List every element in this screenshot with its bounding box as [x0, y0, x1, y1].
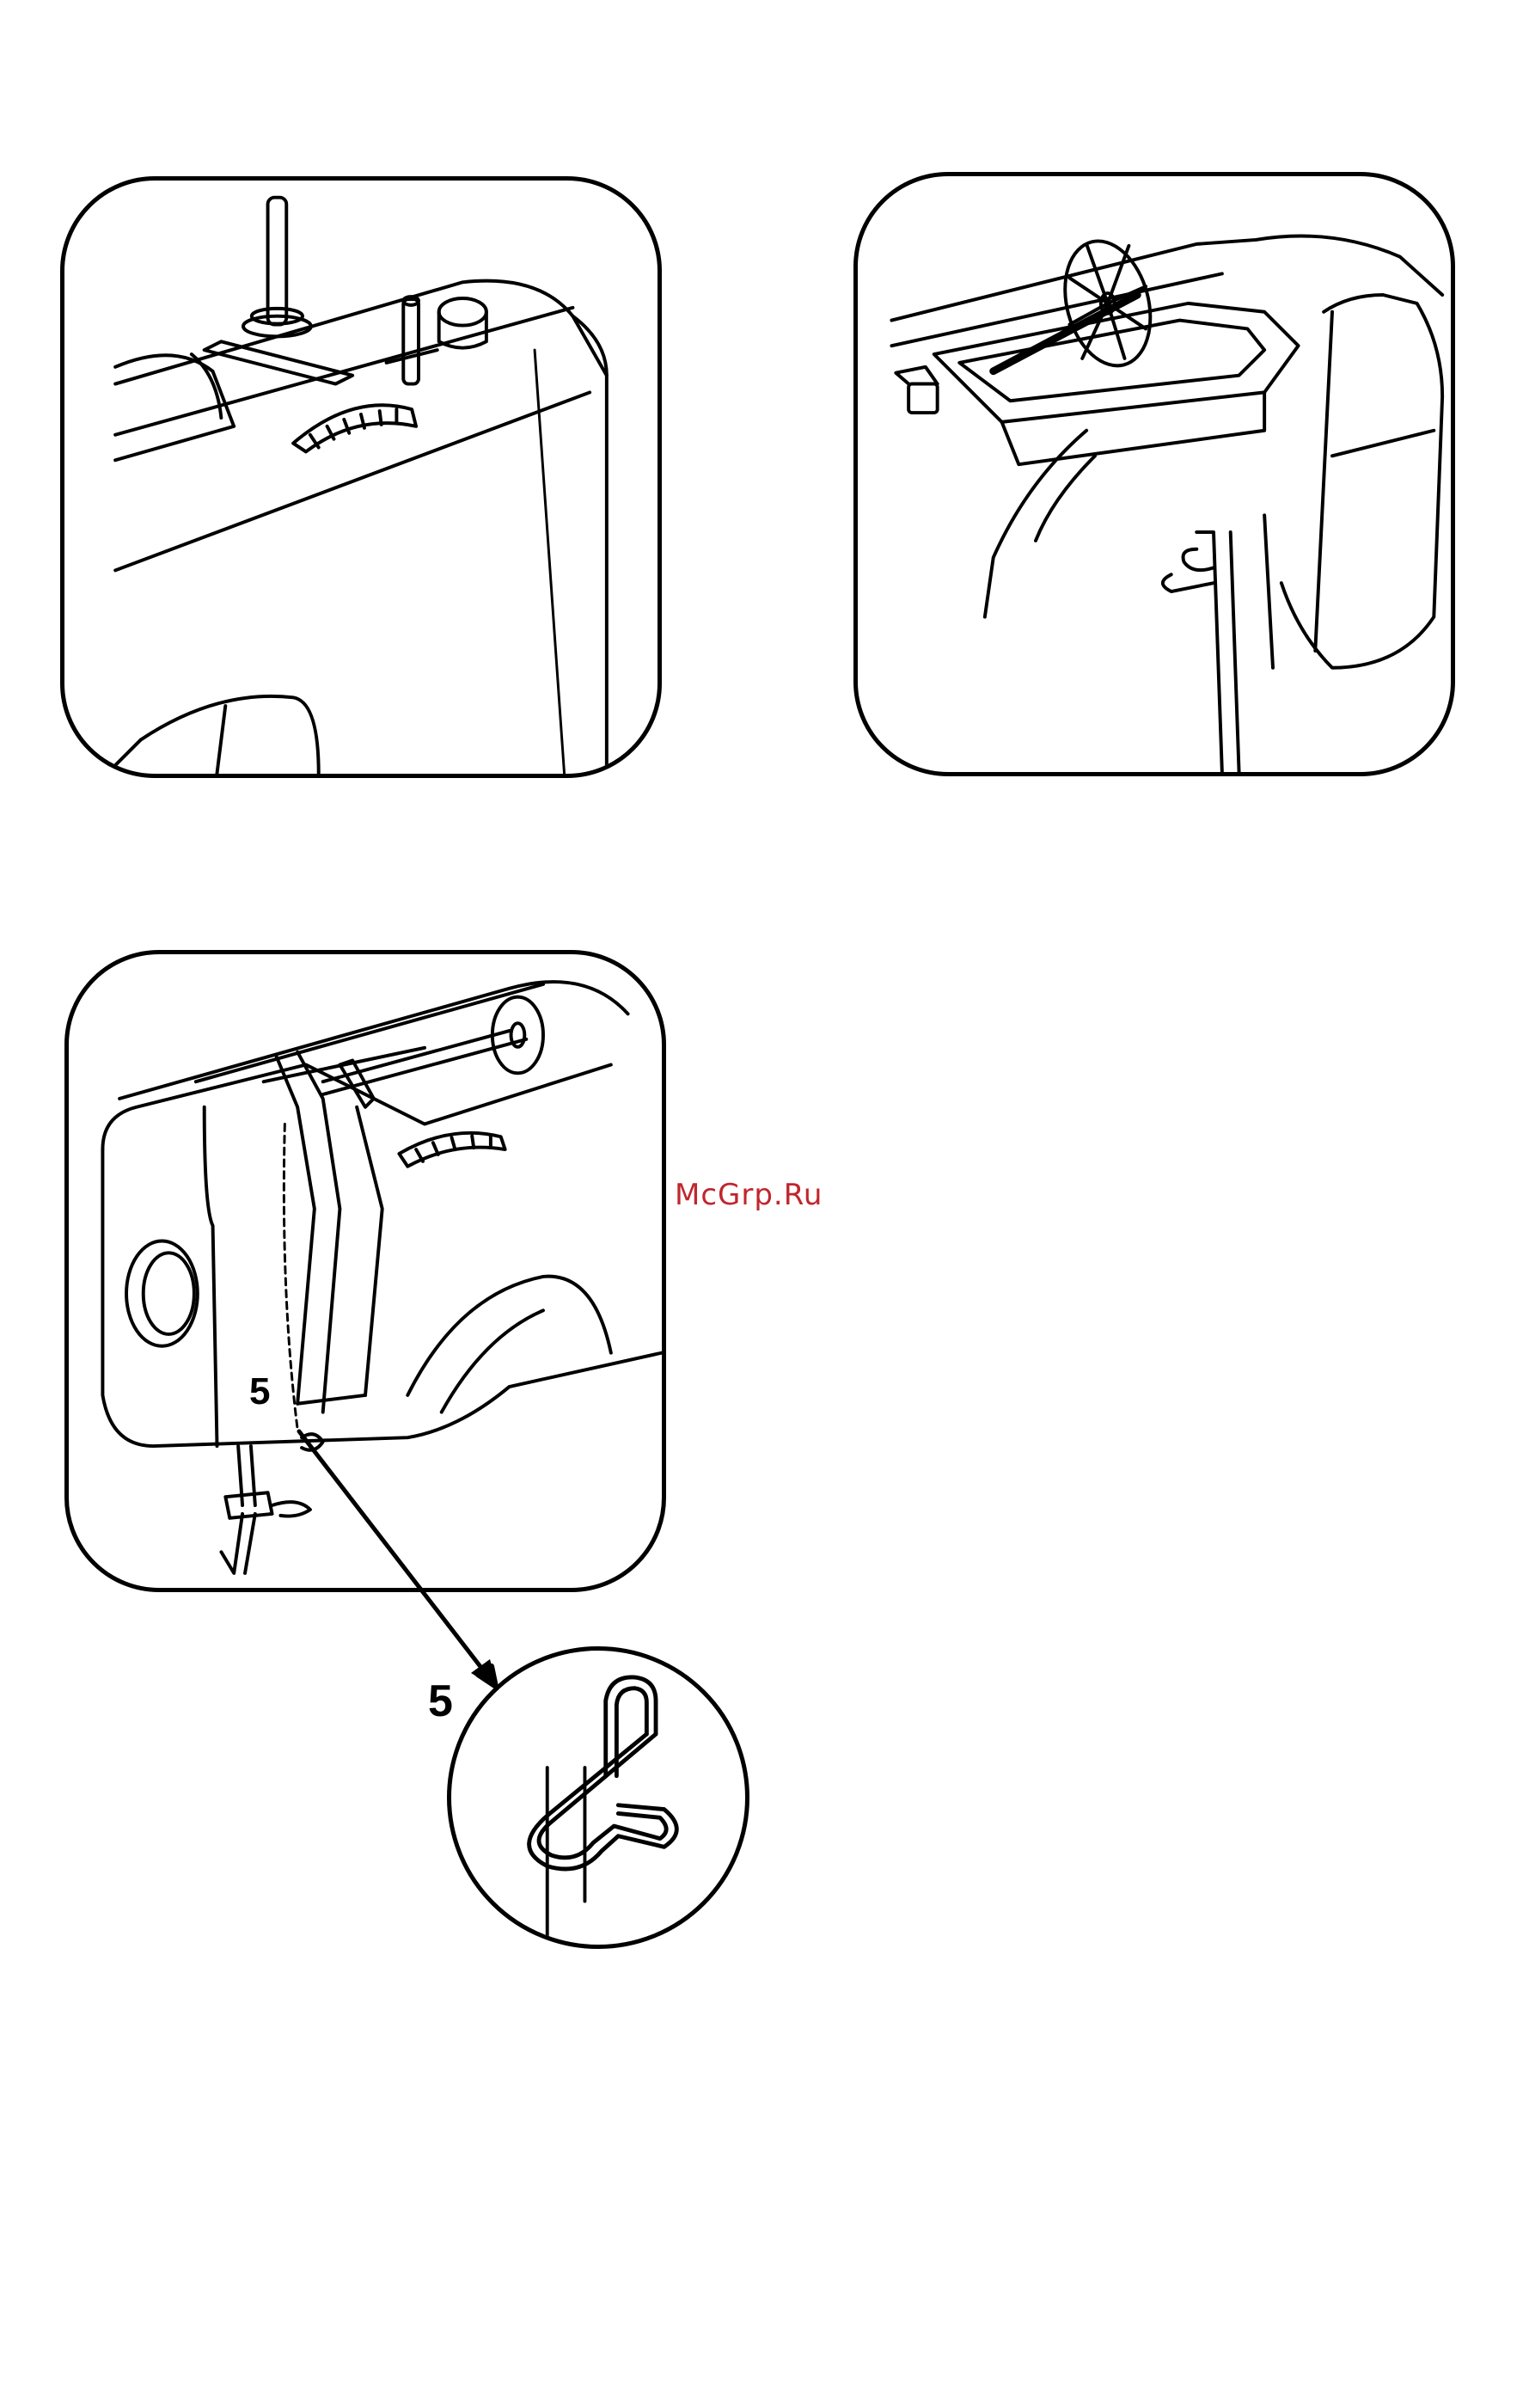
thread-guide-zoom-illustration	[451, 1651, 745, 1945]
figure-spool-pin-panel	[60, 176, 662, 778]
figure-threading-path-panel	[64, 950, 666, 1592]
watermark-text: McGrp.Ru	[675, 1178, 823, 1212]
spool-pin-illustration	[64, 181, 658, 774]
zoom-step-number-label: 5	[428, 1679, 453, 1724]
figure-bobbin-winder-panel	[853, 172, 1455, 776]
figure-thread-guide-zoom	[447, 1646, 749, 1949]
step-number-label: 5	[249, 1373, 270, 1411]
bobbin-winder-illustration	[858, 176, 1451, 772]
threading-path-illustration	[69, 954, 662, 1588]
